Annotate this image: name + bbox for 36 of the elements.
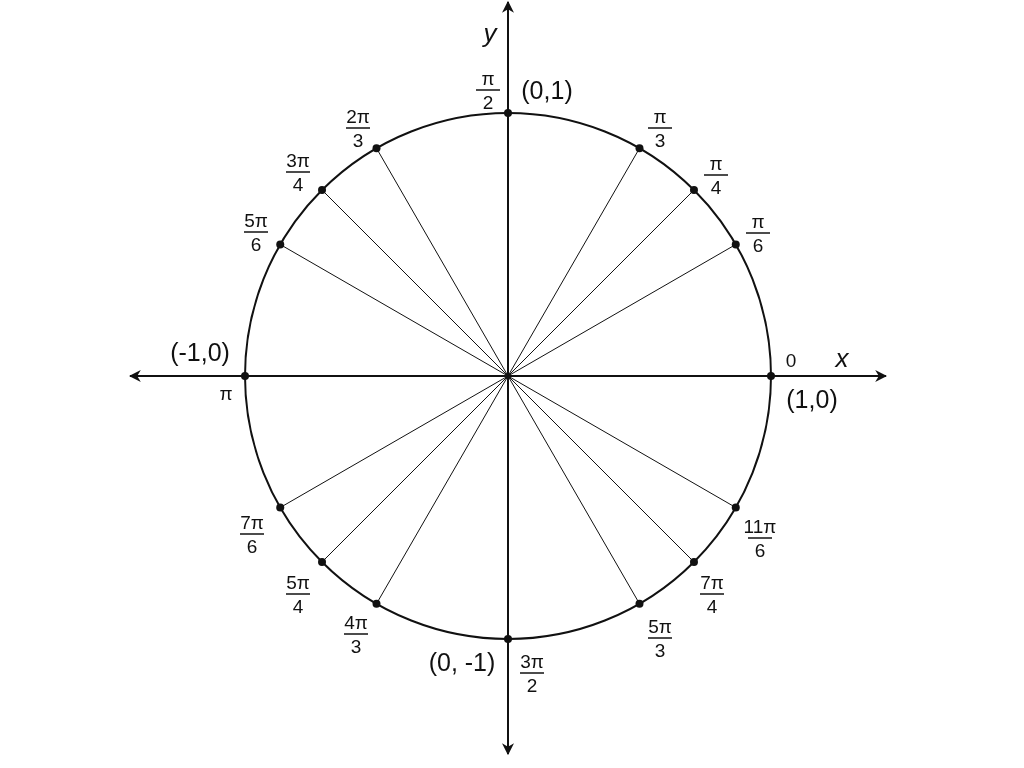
angle-numerator: π <box>751 211 765 231</box>
angle-numerator: π <box>653 106 667 126</box>
angle-denominator: 6 <box>246 536 258 556</box>
angle-denominator: 6 <box>754 540 766 560</box>
axis-label: x <box>835 345 849 371</box>
angle-numerator: 5π <box>648 616 672 636</box>
angle-denominator: 2 <box>482 92 494 112</box>
coordinate-label: (-1,0) <box>170 339 230 365</box>
angle-denominator: 3 <box>654 130 666 150</box>
angle-denominator: 4 <box>706 596 718 616</box>
angle-numerator: 3π <box>520 651 544 671</box>
angle-numerator: π <box>709 153 723 173</box>
angle-numerator: 7π <box>240 512 264 532</box>
angle-denominator: 3 <box>352 130 364 150</box>
coordinate-label: (1,0) <box>786 386 838 412</box>
angle-denominator: 6 <box>250 234 262 254</box>
angle-numerator: 5π <box>244 210 268 230</box>
angle-denominator: 4 <box>292 596 304 616</box>
angle-denominator: 3 <box>350 636 362 656</box>
angle-label: π <box>219 383 233 403</box>
angle-denominator: 4 <box>292 174 304 194</box>
axis-label: y <box>483 20 497 46</box>
angle-numerator: 3π <box>286 150 310 170</box>
angle-label: 0 <box>785 350 797 370</box>
angle-numerator: π <box>481 68 495 88</box>
angle-denominator: 3 <box>654 640 666 660</box>
angle-numerator: 2π <box>346 106 370 126</box>
angle-denominator: 6 <box>752 235 764 255</box>
coordinate-label: (0, -1) <box>428 649 496 675</box>
angle-denominator: 4 <box>710 177 722 197</box>
angle-numerator: 5π <box>286 572 310 592</box>
coordinate-label: (0,1) <box>521 77 573 103</box>
angle-numerator: 11π <box>743 516 777 536</box>
angle-numerator: 4π <box>344 612 368 632</box>
angle-numerator: 7π <box>700 572 724 592</box>
angle-denominator: 2 <box>526 675 538 695</box>
